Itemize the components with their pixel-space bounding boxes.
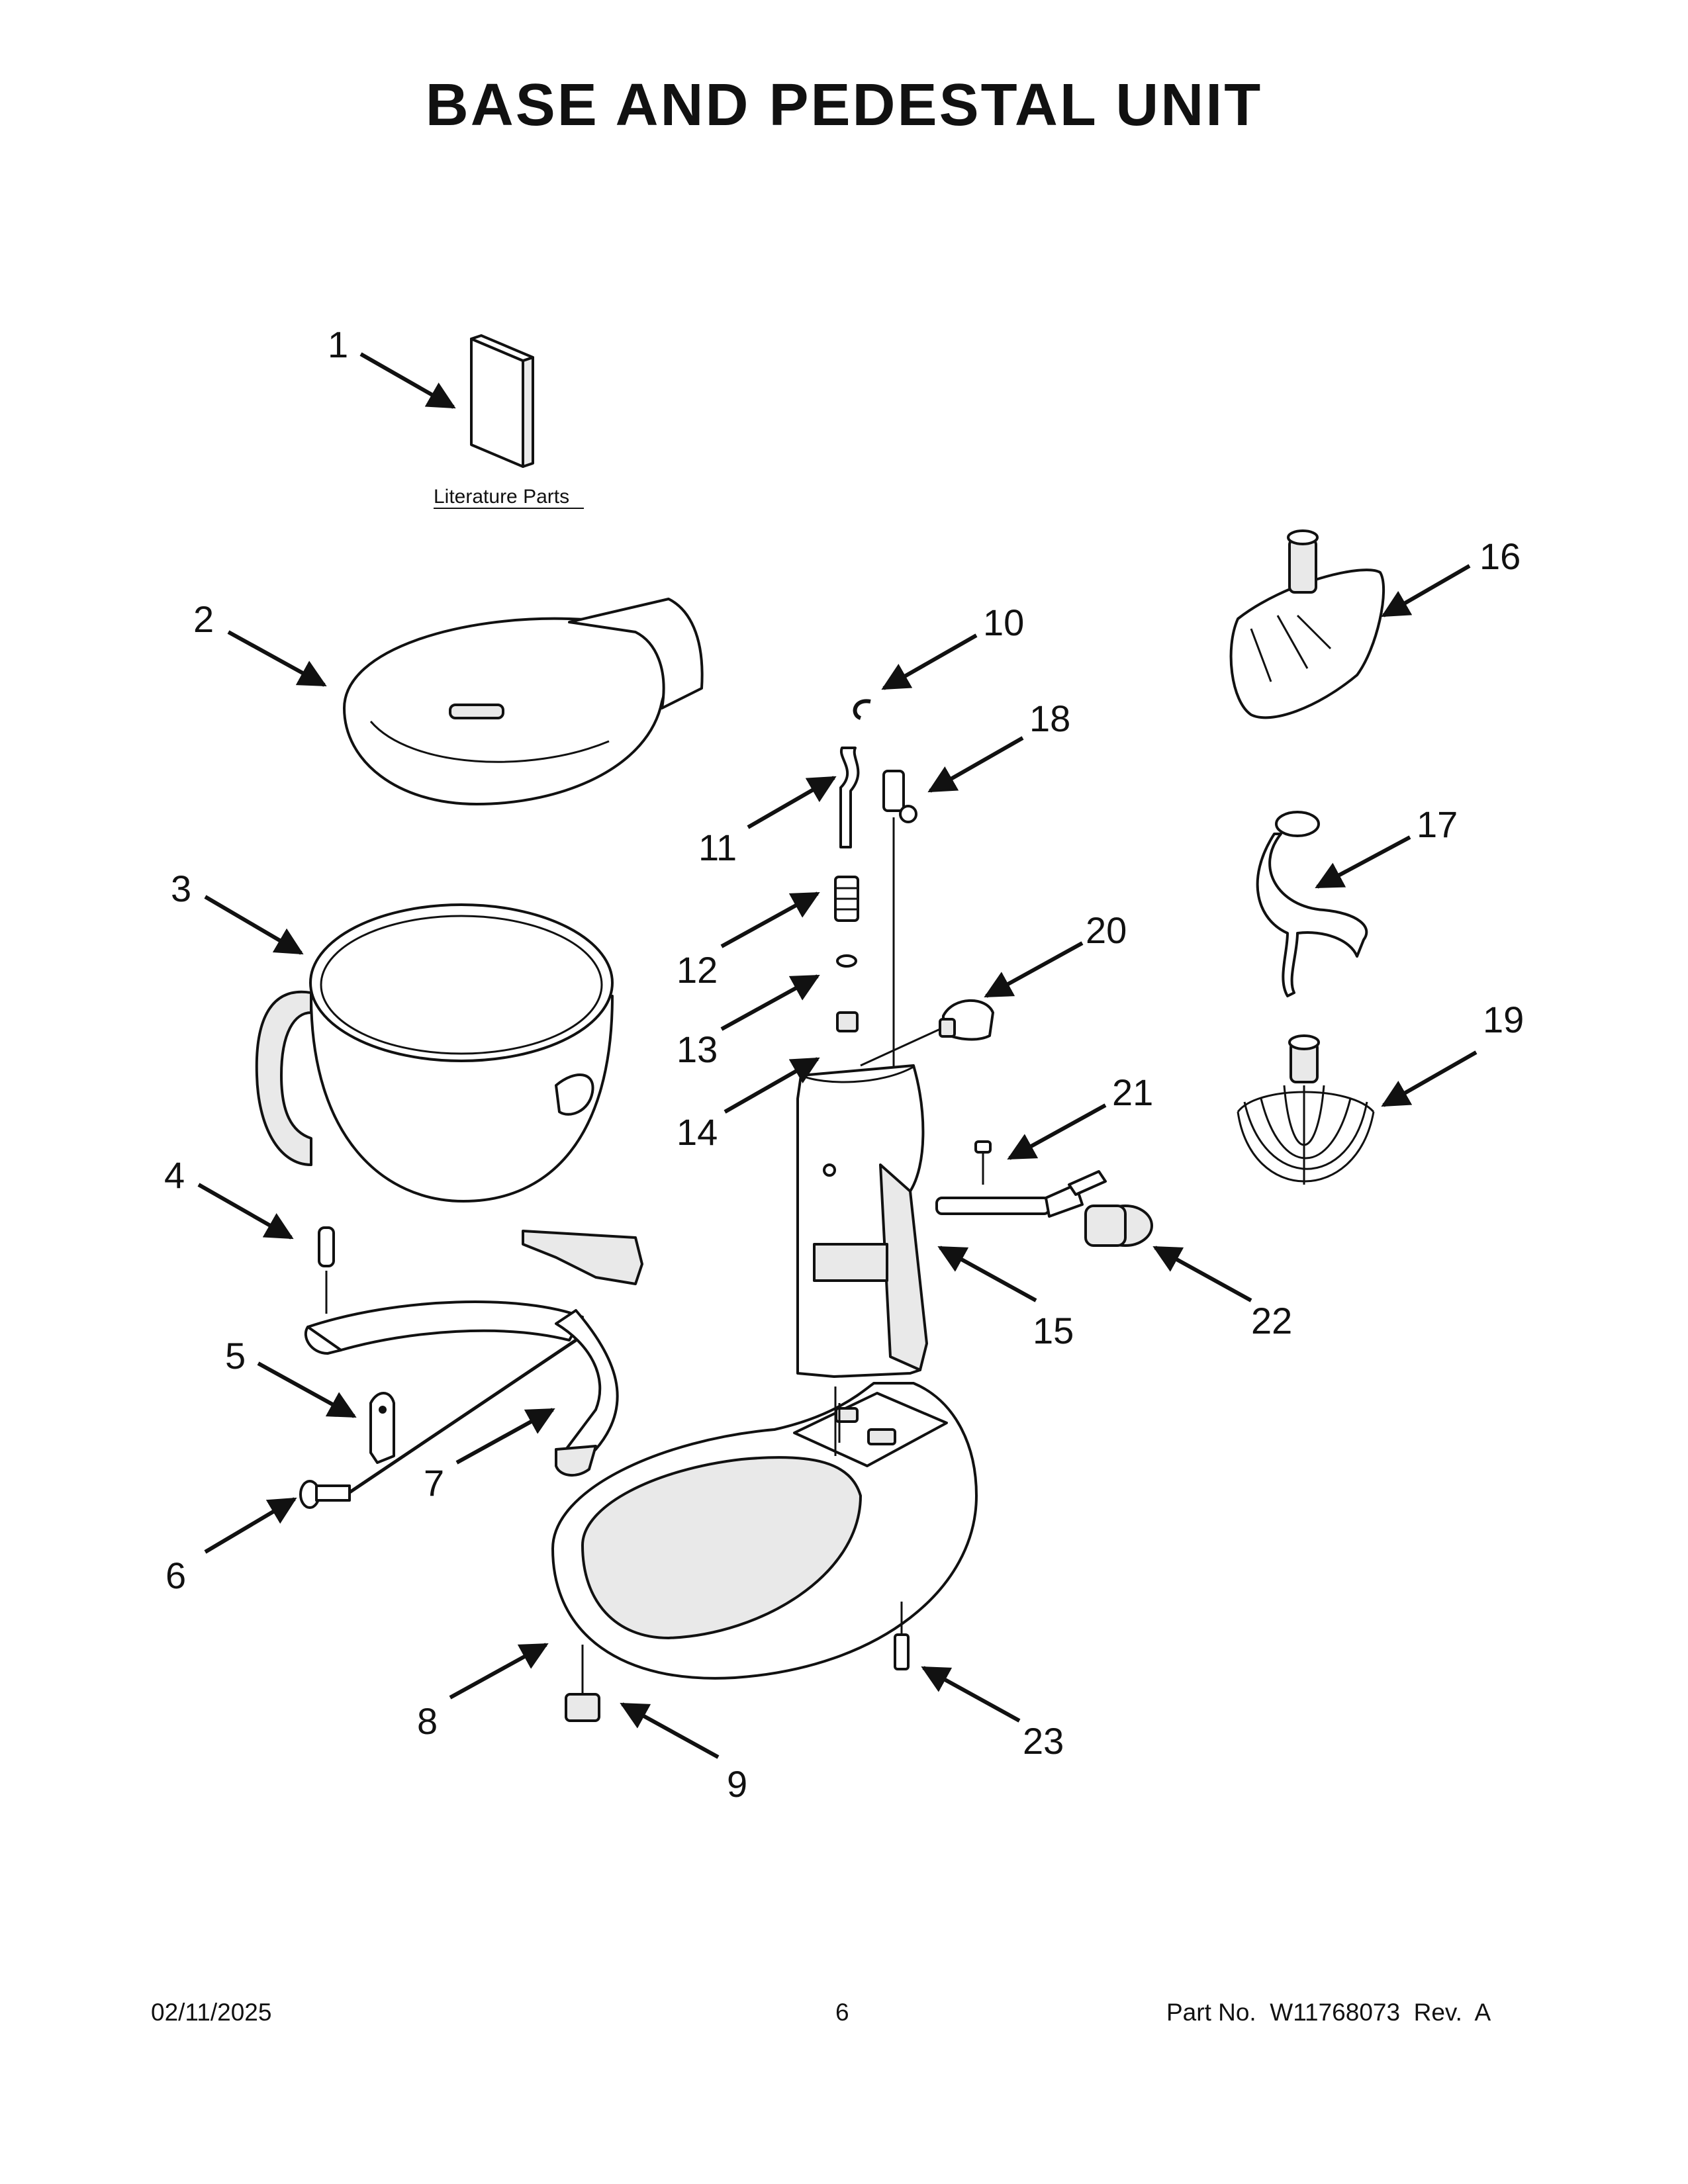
clip[interactable] <box>369 1392 395 1464</box>
callout-12: 12 <box>677 949 718 991</box>
flat-beater[interactable] <box>1229 529 1385 719</box>
callout-22: 22 <box>1251 1300 1292 1342</box>
callout-numbers: 1 2 3 4 5 6 7 8 9 10 11 18 12 13 14 15 1… <box>164 324 1524 1805</box>
literature-label: Literature Parts <box>434 486 569 508</box>
callout-16: 16 <box>1479 535 1521 577</box>
dough-hook[interactable] <box>1256 811 1368 997</box>
callout-13: 13 <box>677 1028 718 1070</box>
pedestal-column[interactable] <box>796 1064 928 1443</box>
lift-rod[interactable] <box>839 747 860 848</box>
wire-whip[interactable] <box>1237 1034 1375 1185</box>
callout-6: 6 <box>165 1555 186 1596</box>
callout-5: 5 <box>225 1335 246 1377</box>
callout-18: 18 <box>1029 698 1070 739</box>
page-title: BASE AND PEDESTAL UNIT <box>425 72 1263 138</box>
foot[interactable] <box>565 1645 600 1722</box>
callout-15: 15 <box>1033 1310 1074 1351</box>
base-screw[interactable] <box>894 1602 910 1670</box>
nut[interactable] <box>836 1011 859 1032</box>
callout-3: 3 <box>171 868 191 909</box>
base[interactable] <box>551 1382 978 1680</box>
lift-bracket[interactable] <box>882 770 917 1092</box>
callout-19: 19 <box>1483 999 1524 1040</box>
callout-17: 17 <box>1417 803 1458 845</box>
pouring-shield[interactable] <box>343 598 704 805</box>
washer[interactable] <box>836 954 857 968</box>
lever[interactable] <box>860 999 994 1067</box>
small-screw[interactable] <box>974 1140 992 1185</box>
callout-8: 8 <box>417 1700 438 1742</box>
callout-23: 23 <box>1023 1720 1064 1762</box>
footer-part-number: Part No. W11768073 Rev. A <box>1166 1999 1491 2026</box>
callout-2: 2 <box>193 598 214 640</box>
pin[interactable] <box>318 1226 335 1314</box>
mixing-bowl[interactable] <box>255 903 614 1203</box>
callout-10: 10 <box>983 602 1024 643</box>
callout-11: 11 <box>698 827 737 868</box>
spring[interactable] <box>834 876 859 922</box>
bowl-support-bracket[interactable] <box>304 1230 643 1477</box>
callout-9: 9 <box>727 1763 747 1805</box>
callout-4: 4 <box>164 1154 185 1196</box>
retaining-ring[interactable] <box>853 699 871 720</box>
crank-handle[interactable] <box>935 1170 1153 1247</box>
callout-20: 20 <box>1086 909 1127 951</box>
footer-date: 02/11/2025 <box>151 1999 272 2026</box>
callout-arrows <box>197 352 1477 1759</box>
callout-1: 1 <box>328 324 348 365</box>
screw[interactable] <box>299 1338 577 1509</box>
footer-page-number: 6 <box>835 1999 849 2026</box>
literature-parts[interactable]: Literature Parts <box>434 334 584 509</box>
callout-14: 14 <box>677 1111 718 1153</box>
callout-21: 21 <box>1112 1071 1153 1113</box>
callout-7: 7 <box>424 1462 444 1504</box>
